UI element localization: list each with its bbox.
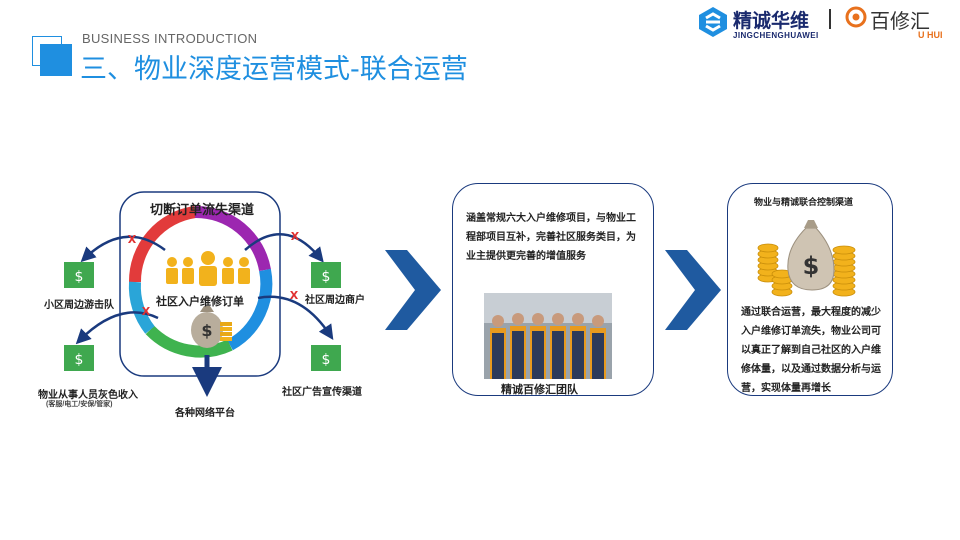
diagram-title: 切断订单流失渠道 — [150, 199, 254, 218]
cross-mark: X — [142, 305, 151, 318]
diagram-center-label: 社区入户维修订单 — [156, 293, 244, 309]
team-photo — [484, 293, 612, 379]
flow-arrow-icon — [385, 250, 441, 330]
svg-text:$: $ — [75, 269, 84, 285]
control-box-title: 物业与精诚联合控制渠道 — [754, 195, 853, 208]
channel-label-platforms: 各种网络平台 — [175, 404, 235, 419]
svg-text:$: $ — [803, 252, 820, 280]
cross-mark: X — [291, 230, 300, 243]
cross-mark: X — [290, 289, 299, 302]
channel-label-merchants: 社区周边商户 — [305, 291, 365, 306]
svg-text:$: $ — [201, 321, 212, 340]
control-box-description: 通过联合运营，最大程度的减少入户维修订单流失，物业公司可以真正了解到自己社区的入… — [741, 303, 883, 398]
team-caption: 精诚百修汇团队 — [501, 381, 578, 397]
svg-text:$: $ — [322, 352, 331, 368]
channel-label-guerrilla: 小区周边游击队 — [44, 296, 114, 311]
svg-text:$: $ — [75, 352, 84, 368]
cross-mark: X — [128, 233, 137, 246]
svg-text:$: $ — [322, 269, 331, 285]
flow-arrow-icon — [665, 250, 721, 330]
channel-label-staff-note: (客服/电工/安保/管家) — [46, 399, 113, 409]
channel-label-ads: 社区广告宣传渠道 — [282, 383, 362, 398]
service-description: 涵盖常规六大入户维修项目，与物业工程部项目互补，完善社区服务类目，为业主提供更完… — [466, 209, 644, 266]
money-bag-icon: $ — [756, 208, 860, 300]
